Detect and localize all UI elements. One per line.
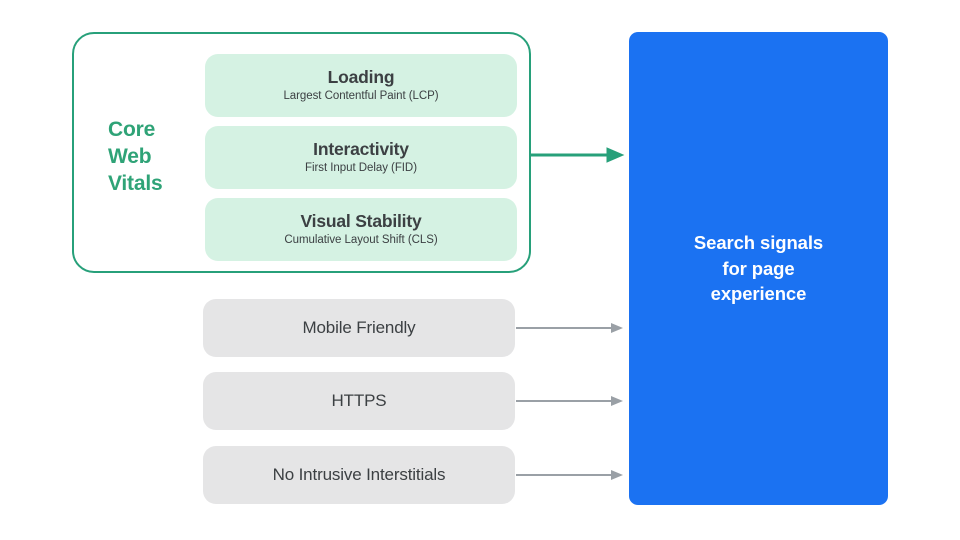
outcome-panel-label: Search signals for page experience <box>693 232 824 305</box>
vital-card-interactivity[interactable]: Interactivity First Input Delay (FID) <box>205 126 517 189</box>
signal-label-https: HTTPS <box>331 391 387 410</box>
vital-subtitle-loading: Largest Contentful Paint (LCP) <box>283 90 439 103</box>
core-web-vitals-list: Loading Largest Contentful Paint (LCP) I… <box>205 54 517 261</box>
vital-card-visual-stability[interactable]: Visual Stability Cumulative Layout Shift… <box>205 198 517 261</box>
vital-title-interactivity: Interactivity <box>313 138 409 159</box>
vital-subtitle-interactivity: First Input Delay (FID) <box>305 162 417 175</box>
signal-label-no-intrusive-interstitials: No Intrusive Interstitials <box>272 465 446 484</box>
signal-card-mobile-friendly[interactable]: Mobile Friendly <box>203 299 515 357</box>
vital-card-loading[interactable]: Loading Largest Contentful Paint (LCP) <box>205 54 517 117</box>
outcome-panel-search-signals[interactable]: Search signals for page experience <box>629 32 888 505</box>
vital-subtitle-visual-stability: Cumulative Layout Shift (CLS) <box>284 234 438 247</box>
signal-card-https[interactable]: HTTPS <box>203 372 515 430</box>
core-web-vitals-label: Core Web Vitals <box>108 118 163 195</box>
signal-label-mobile-friendly: Mobile Friendly <box>302 318 416 337</box>
core-web-vitals-group: Core Web Vitals Loading Largest Contentf… <box>72 32 531 273</box>
signal-card-no-intrusive-interstitials[interactable]: No Intrusive Interstitials <box>203 446 515 504</box>
vital-title-loading: Loading <box>327 66 395 87</box>
vital-title-visual-stability: Visual Stability <box>300 210 422 231</box>
